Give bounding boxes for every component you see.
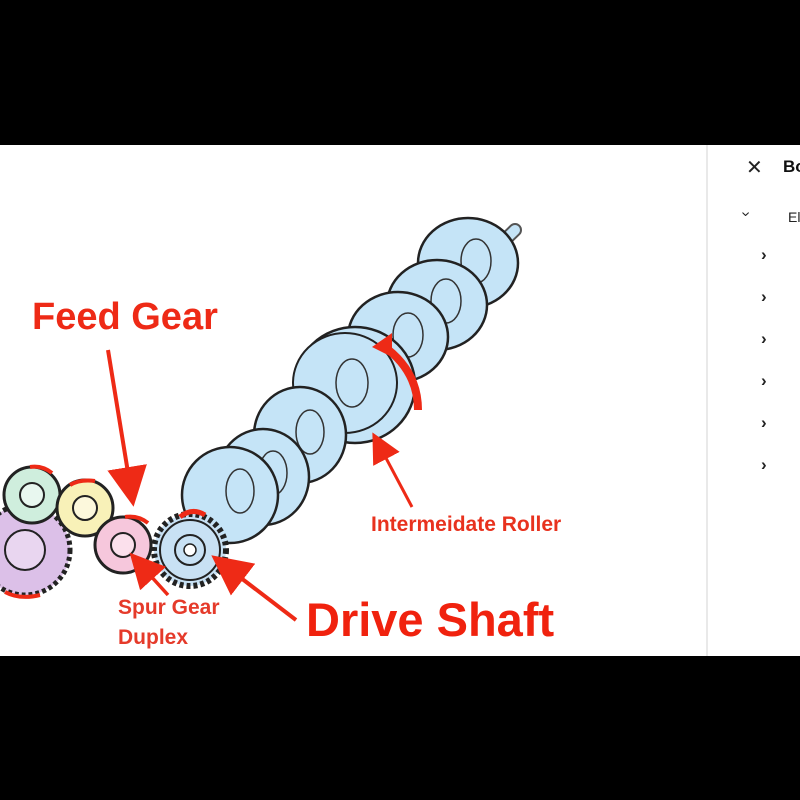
gear-yellow [55, 478, 115, 538]
tree-item-1[interactable]: › [761, 245, 791, 267]
label-spur-gear-line1: Spur Gear [118, 596, 220, 619]
label-spur-gear-line2: Duplex [118, 626, 189, 649]
chevron-right-icon: › [761, 455, 767, 474]
chevron-right-icon: › [761, 245, 767, 264]
tree-item-2[interactable]: › [761, 287, 791, 309]
tree-item-3[interactable]: › [761, 329, 791, 351]
tree-group-expanded[interactable]: › El [738, 205, 800, 229]
letterbox-top [0, 0, 800, 145]
close-icon[interactable]: ✕ [746, 157, 763, 179]
arrow-spur-gear [129, 552, 170, 597]
tree-group-label: El [788, 209, 800, 225]
letterbox-bottom [0, 656, 800, 800]
side-panel: ✕ Bo › El › › › › › › [713, 145, 800, 656]
arrow-drive-shaft [211, 555, 298, 622]
video-frame: Feed Gear Intermeidate Roller Spur Gear … [0, 145, 800, 656]
label-drive-shaft: Drive Shaft [306, 593, 555, 646]
chevron-right-icon: › [761, 413, 767, 432]
label-feed-gear: Feed Gear [32, 296, 218, 338]
drive-gear [151, 509, 229, 589]
tree-item-4[interactable]: › [761, 371, 791, 393]
gear-green [2, 464, 62, 525]
chevron-right-icon: › [761, 329, 767, 348]
tree-item-5[interactable]: › [761, 413, 791, 435]
arrow-intermediate-roller [372, 432, 414, 508]
tree-item-6[interactable]: › [761, 455, 791, 477]
label-spur-gear: Spur Gear Duplex [118, 593, 220, 653]
chevron-right-icon: › [761, 287, 767, 306]
panel-divider [706, 145, 708, 656]
printer-roller-diagram [0, 216, 522, 622]
panel-title: Bo [783, 157, 800, 176]
arrow-feed-gear [106, 349, 147, 507]
label-intermediate-roller: Intermeidate Roller [371, 513, 562, 536]
chevron-right-icon: › [761, 371, 767, 390]
chevron-down-icon: › [737, 211, 755, 217]
